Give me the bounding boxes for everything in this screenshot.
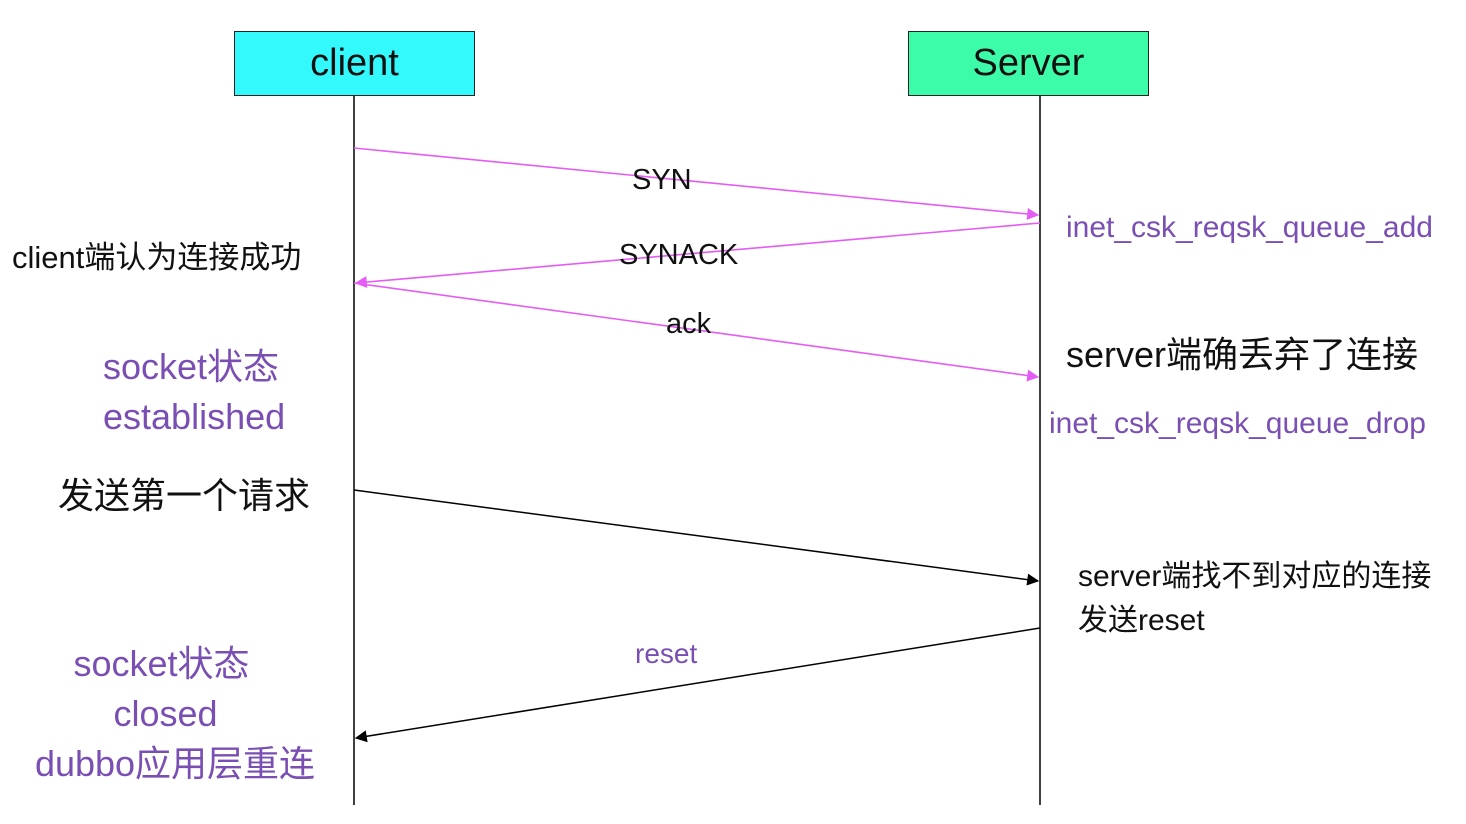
server-drop-connection-note: server端确丢弃了连接 [1066, 334, 1419, 375]
client-connect-success-note: client端认为连接成功 [12, 240, 302, 275]
not-found-text: server端找不到对应的连接 [1078, 560, 1432, 593]
queue-add-note: inet_csk_reqsk_queue_add [1066, 211, 1433, 244]
state-label: socket状态 [73, 643, 250, 684]
synack-label: SYNACK [619, 239, 739, 271]
client-participant-label: client [310, 42, 399, 84]
server-participant-label: Server [972, 42, 1085, 84]
first-request-arrow [353, 489, 1040, 586]
dubbo-reconnect-text: dubbo应用层重连 [34, 743, 316, 784]
reset-label: reset [635, 638, 698, 669]
client-state-closed-note: socket状态 closed dubbo应用层重连 [14, 646, 334, 782]
server-participant-box: Server [908, 31, 1149, 96]
ack-arrow [353, 282, 1040, 382]
state-value-established: established [103, 396, 286, 437]
ack-label: ack [666, 308, 712, 340]
state-value-closed: closed [113, 693, 218, 734]
client-participant-box: client [234, 31, 475, 96]
queue-drop-note: inet_csk_reqsk_queue_drop [1049, 407, 1426, 440]
reset-arrow [354, 627, 1041, 743]
send-first-request-note: 发送第一个请求 [58, 475, 311, 516]
state-label: socket状态 [103, 346, 280, 387]
syn-arrow [353, 147, 1040, 220]
syn-label: SYN [632, 164, 692, 196]
server-not-found-note: server端找不到对应的连接 发送reset [1078, 562, 1431, 636]
client-state-established-note: socket状态 established [103, 349, 285, 435]
send-reset-text: 发送reset [1078, 604, 1205, 637]
synack-arrow [354, 222, 1041, 289]
